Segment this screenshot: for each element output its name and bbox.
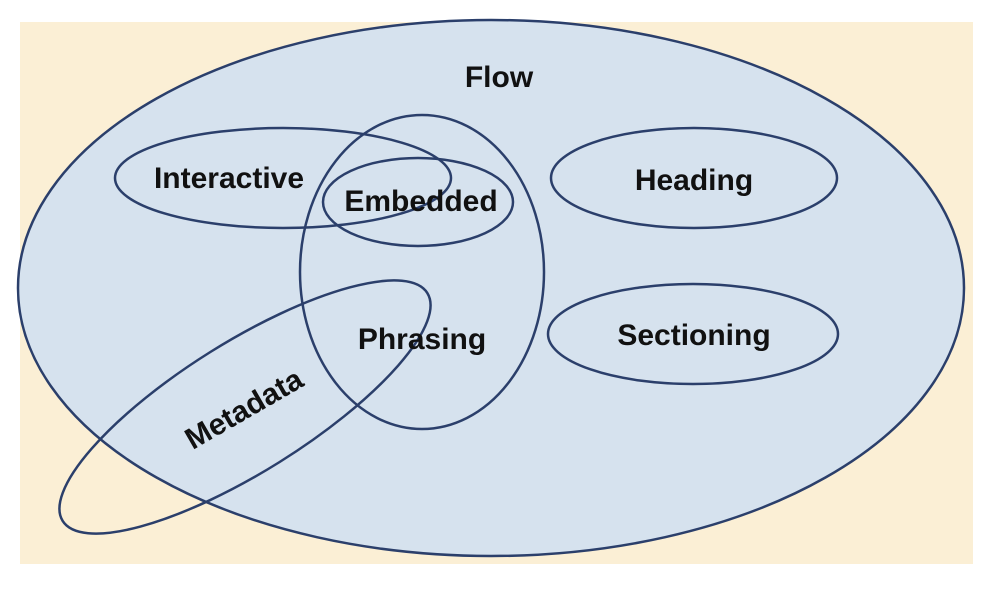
- embedded-set-ellipse: [321, 156, 515, 248]
- phrasing-label: Phrasing: [358, 323, 486, 356]
- interactive-set-ellipse: [113, 126, 453, 230]
- heading-label: Heading: [635, 164, 753, 197]
- sectioning-set-ellipse: [546, 282, 840, 386]
- metadata-set-ellipse: [58, 279, 432, 535]
- embedded-label: Embedded: [344, 185, 497, 218]
- heading-set-ellipse: [549, 126, 839, 230]
- flow-set-ellipse: [16, 18, 966, 558]
- flow-label: Flow: [465, 61, 534, 94]
- phrasing-set-ellipse: [298, 113, 546, 431]
- interactive-label: Interactive: [154, 162, 304, 195]
- sectioning-label: Sectioning: [617, 319, 770, 352]
